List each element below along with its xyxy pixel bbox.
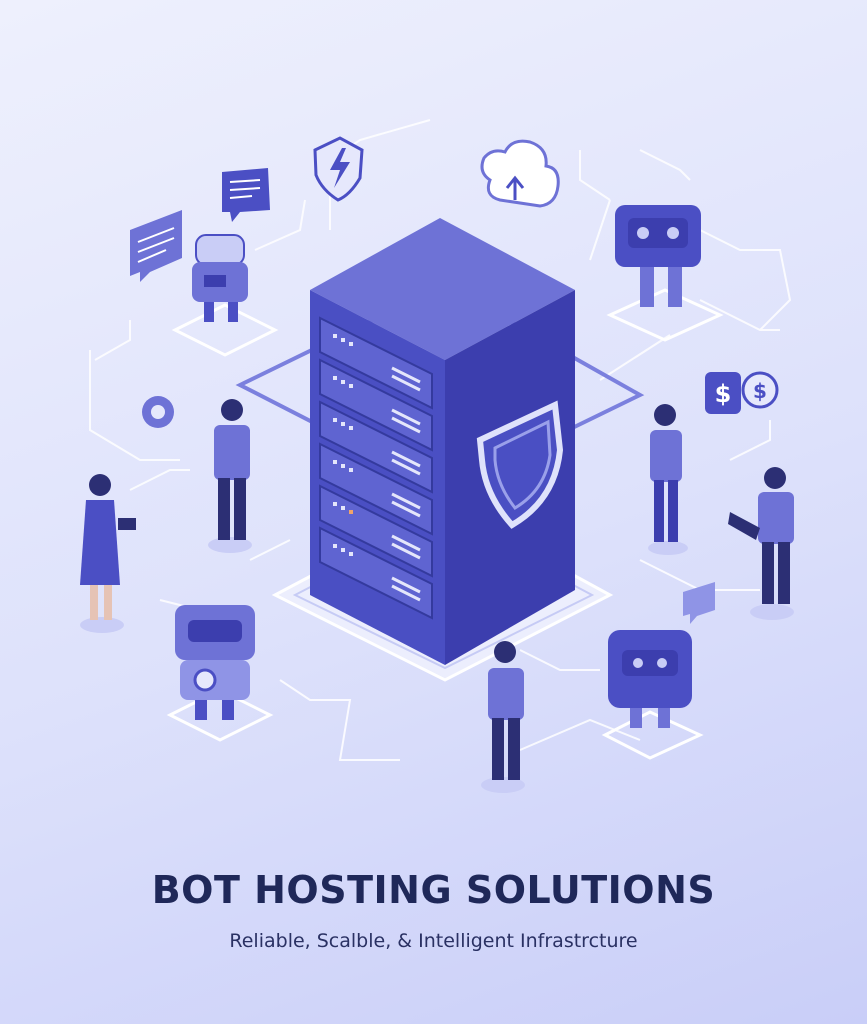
- person-figure: [481, 641, 525, 793]
- gear-icon: [142, 396, 174, 428]
- cloud-upload-icon: [480, 139, 560, 208]
- svg-text:$: $: [753, 379, 767, 403]
- server-rack-icon: [310, 218, 575, 665]
- robot-icon: [601, 582, 715, 760]
- person-figure: [728, 467, 794, 620]
- person-figure: [648, 404, 688, 555]
- server-units: [319, 316, 433, 620]
- person-figure: [208, 399, 252, 553]
- shield-icon: [476, 400, 564, 529]
- svg-text:$: $: [715, 380, 732, 408]
- chat-bubble-icon: [130, 168, 270, 282]
- robot-icon: [166, 605, 274, 742]
- page-title: BOT HOSTING SOLUTIONS: [151, 868, 716, 912]
- robot-icon: [171, 234, 279, 357]
- dollar-icon: $ $: [705, 371, 779, 414]
- network-lines: [89, 119, 792, 761]
- robot-icon: [606, 205, 724, 342]
- page-subtitle: Reliable, Scalble, & Intelligent Infrast…: [229, 930, 638, 952]
- lightning-shield-icon: [313, 136, 364, 202]
- person-figure: [80, 474, 136, 633]
